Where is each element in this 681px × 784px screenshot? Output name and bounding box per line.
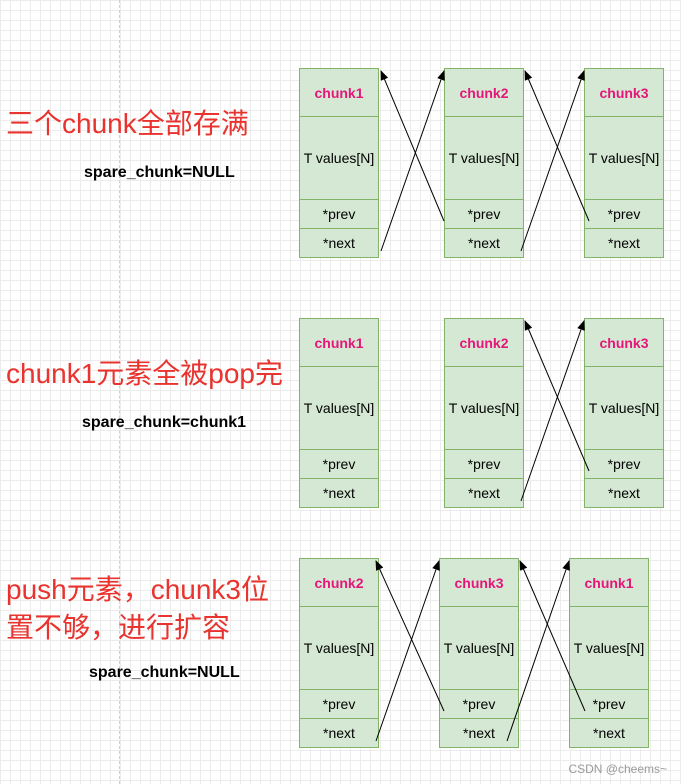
chunk-name: chunk2 bbox=[445, 69, 523, 117]
chunk-prev: *prev bbox=[445, 199, 523, 229]
chunk-next: *next bbox=[323, 234, 355, 251]
chunk-prev: *prev bbox=[585, 199, 663, 229]
chunk-prev: *prev bbox=[585, 449, 663, 479]
chunk-prev: *prev bbox=[445, 449, 523, 479]
section-3-title-line-1: push元素，chunk3位 bbox=[6, 574, 270, 605]
section-2-chunk-b: chunk2 T values[N] *prev *next bbox=[444, 318, 524, 508]
section-2-title: chunk1元素全被pop完 bbox=[6, 358, 284, 389]
section-2-chunk-a: chunk1 T values[N] *prev *next bbox=[299, 318, 379, 508]
section-1-chunk-a: chunk1 T values[N] *prev *next bbox=[299, 68, 379, 258]
chunk-next: *next bbox=[323, 724, 355, 741]
chunk-prev: *prev bbox=[570, 689, 648, 719]
prev-arrow bbox=[375, 560, 445, 712]
chunk-values: T values[N] bbox=[585, 116, 663, 200]
chunk-values: T values[N] bbox=[445, 366, 523, 450]
section-2-spare-chunk: spare_chunk=chunk1 bbox=[82, 414, 247, 431]
chunk-name: chunk3 bbox=[585, 69, 663, 117]
section-3-spare-chunk: spare_chunk=NULL bbox=[89, 664, 240, 681]
chunk-name: chunk2 bbox=[445, 319, 523, 367]
chunk-name: chunk1 bbox=[300, 69, 378, 117]
chunk-values: T values[N] bbox=[570, 606, 648, 690]
section-3-chunk-c: chunk1 T values[N] *prev *next bbox=[569, 558, 649, 748]
chunk-name: chunk1 bbox=[300, 319, 378, 367]
section-1-spare-chunk: spare_chunk=NULL bbox=[84, 164, 235, 181]
chunk-next: *next bbox=[468, 484, 500, 501]
next-arrow bbox=[520, 320, 585, 502]
watermark: CSDN @cheems~ bbox=[568, 762, 667, 776]
next-arrow bbox=[506, 560, 570, 742]
prev-arrow bbox=[380, 70, 445, 222]
chunk-values: T values[N] bbox=[440, 606, 518, 690]
chunk-prev: *prev bbox=[300, 689, 378, 719]
section-1-chunk-c: chunk3 T values[N] *prev *next bbox=[584, 68, 664, 258]
section-1-chunk-b: chunk2 T values[N] *prev *next bbox=[444, 68, 524, 258]
chunk-prev: *prev bbox=[440, 689, 518, 719]
next-arrow bbox=[375, 560, 440, 742]
chunk-next: *next bbox=[468, 234, 500, 251]
section-1-title: 三个chunk全部存满 bbox=[6, 108, 249, 139]
guide-line bbox=[119, 0, 120, 784]
chunk-name: chunk2 bbox=[300, 559, 378, 607]
chunk-values: T values[N] bbox=[300, 606, 378, 690]
next-arrow bbox=[380, 70, 445, 252]
section-3-title-line-2: 置不够，进行扩容 bbox=[6, 612, 231, 643]
chunk-values: T values[N] bbox=[585, 366, 663, 450]
chunk-next: *next bbox=[608, 234, 640, 251]
next-arrow bbox=[520, 70, 585, 252]
section-2-chunk-c: chunk3 T values[N] *prev *next bbox=[584, 318, 664, 508]
prev-arrow bbox=[524, 70, 590, 222]
chunk-next: *next bbox=[323, 484, 355, 501]
section-3-chunk-b: chunk3 T values[N] *prev *next bbox=[439, 558, 519, 748]
section-3-chunk-a: chunk2 T values[N] *prev *next bbox=[299, 558, 379, 748]
chunk-name: chunk3 bbox=[440, 559, 518, 607]
chunk-next: *next bbox=[593, 724, 625, 741]
chunk-values: T values[N] bbox=[300, 116, 378, 200]
chunk-next: *next bbox=[463, 724, 495, 741]
chunk-values: T values[N] bbox=[300, 366, 378, 450]
chunk-name: chunk1 bbox=[570, 559, 648, 607]
chunk-prev: *prev bbox=[300, 199, 378, 229]
prev-arrow bbox=[519, 560, 586, 712]
chunk-next: *next bbox=[608, 484, 640, 501]
prev-arrow bbox=[524, 320, 590, 472]
chunk-values: T values[N] bbox=[445, 116, 523, 200]
chunk-prev: *prev bbox=[300, 449, 378, 479]
chunk-name: chunk3 bbox=[585, 319, 663, 367]
